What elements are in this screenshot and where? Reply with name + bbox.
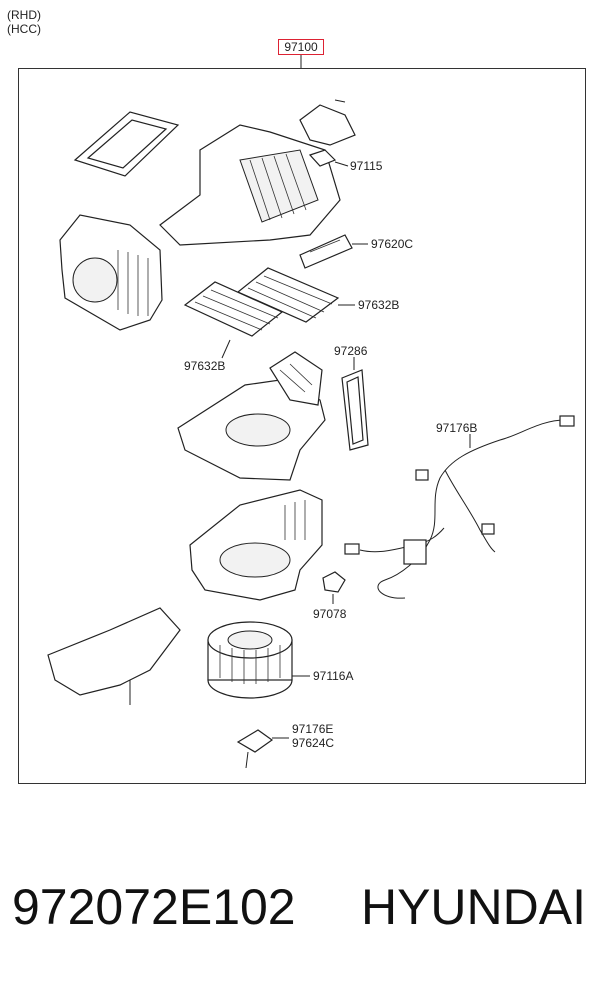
footer: 972072E102 HYUNDAI <box>0 875 600 945</box>
blower-motor-97116A <box>207 621 293 699</box>
intake-gasket-ring <box>73 111 180 177</box>
footer-brand: HYUNDAI <box>360 879 586 935</box>
assembly-number-box: 97100 <box>278 39 324 55</box>
label-97632B-left: 97632B <box>184 359 225 373</box>
cabin-filter-right-97632B <box>236 267 340 323</box>
label-97624C: 97624C <box>292 736 334 750</box>
seal-gasket-97286 <box>341 369 369 451</box>
blower-case-left <box>59 214 163 331</box>
wiring-harness-97176B <box>344 415 575 599</box>
exploded-parts-diagram: 97115 97620C 97632B 97632B 97286 <box>47 55 575 769</box>
resistor-97176E <box>236 729 274 769</box>
label-97078: 97078 <box>313 607 347 621</box>
note-hcc: (HCC) <box>7 22 41 36</box>
label-97286: 97286 <box>334 344 368 358</box>
filter-cover-97620C <box>299 234 353 269</box>
diagram-frame <box>18 68 586 784</box>
leader-97632B-left <box>221 339 231 359</box>
assembly-number-label: 97100 <box>284 40 318 54</box>
label-97176E: 97176E <box>292 722 333 736</box>
label-97620C: 97620C <box>371 237 413 251</box>
lower-duct-bracket <box>47 607 181 705</box>
note-rhd: (RHD) <box>7 8 41 22</box>
label-97115: 97115 <box>350 159 383 173</box>
leader-97115 <box>334 161 349 167</box>
label-97116A: 97116A <box>313 669 353 683</box>
actuator-97115 <box>308 149 337 167</box>
footer-part-number: 972072E102 <box>12 879 296 935</box>
connector-97078 <box>322 571 346 593</box>
label-97632B-right: 97632B <box>358 298 399 312</box>
upper-intake-duct <box>159 99 356 246</box>
blower-housing-lower <box>189 489 323 601</box>
cabin-filter-left-97632B <box>183 281 284 337</box>
label-97176B: 97176B <box>436 421 477 435</box>
blower-housing-upper <box>177 351 326 481</box>
